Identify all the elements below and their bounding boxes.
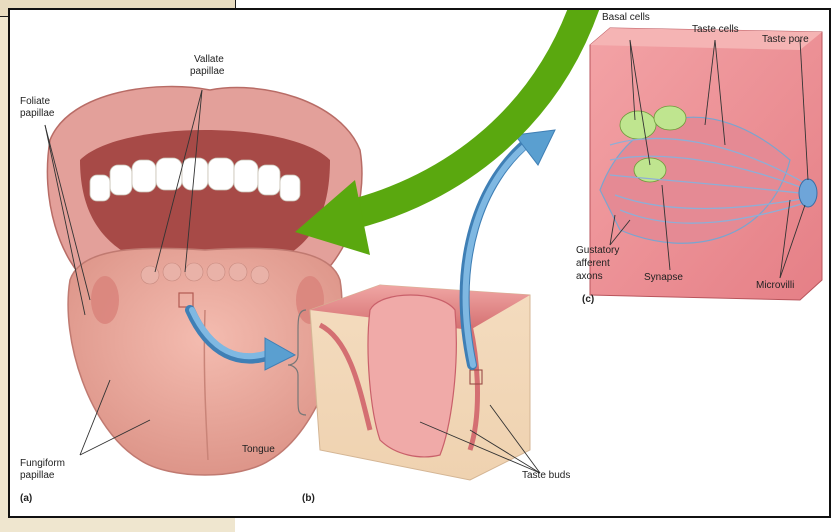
- figure-frame: Vallate papillae Foliate papillae Fungif…: [8, 8, 831, 518]
- mouth-illustration: [45, 87, 362, 475]
- label-taste-buds: Taste buds: [522, 470, 570, 482]
- taste-bud-cell-block: [590, 28, 822, 300]
- label-microvilli: Microvilli: [756, 280, 794, 292]
- label-foliate-2: papillae: [20, 108, 54, 120]
- label-vallate-2: papillae: [190, 66, 224, 78]
- label-synapse: Synapse: [644, 272, 683, 284]
- label-panel-a: (a): [20, 493, 32, 505]
- label-foliate-1: Foliate: [20, 96, 50, 108]
- label-fungiform-2: papillae: [20, 470, 54, 482]
- label-gustatory-1: Gustatory: [576, 245, 619, 257]
- label-tongue: Tongue: [242, 444, 275, 456]
- label-taste-pore: Taste pore: [762, 34, 809, 46]
- label-fungiform-1: Fungiform: [20, 458, 65, 470]
- papilla-tissue-block: [288, 285, 540, 480]
- label-panel-b: (b): [302, 493, 315, 505]
- label-taste-cells: Taste cells: [692, 24, 739, 36]
- label-gustatory-3: axons: [576, 271, 603, 283]
- label-gustatory-2: afferent: [576, 258, 610, 270]
- taste-anatomy-figure: [10, 10, 829, 516]
- label-vallate-1: Vallate: [194, 54, 224, 66]
- label-basal-cells: Basal cells: [602, 12, 650, 24]
- label-panel-c: (c): [582, 294, 594, 306]
